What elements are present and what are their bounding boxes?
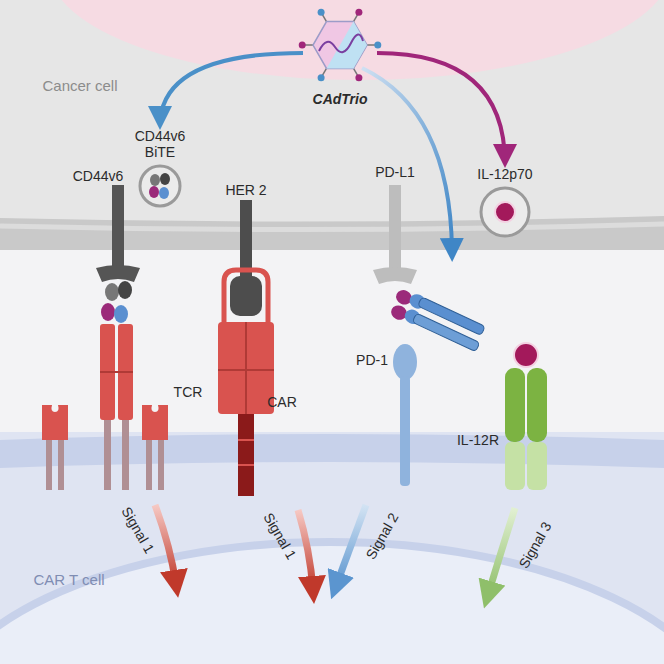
part-label: PD-L1 bbox=[375, 164, 415, 180]
part-label: PD-1 bbox=[356, 352, 388, 368]
node-text: CAdTrio bbox=[295, 91, 385, 107]
node-text: CAR T cell bbox=[14, 572, 124, 588]
virus-arrow bbox=[377, 53, 505, 164]
node-text: Cancer cell bbox=[20, 78, 140, 94]
car-t-cell-band-outline bbox=[0, 432, 664, 664]
part-label: CAR bbox=[267, 394, 297, 410]
part-label: HER 2 bbox=[225, 182, 266, 198]
cancer-cell-band: Cancer cellCAdTrioCD44v6 BiTE IL-12p70 bbox=[0, 0, 664, 250]
il12-vesicle: IL-12p70 bbox=[458, 166, 552, 254]
car-t-cell-band: CAR T cell bbox=[0, 432, 664, 664]
bite-vesicle: CD44v6 BiTE bbox=[120, 128, 200, 230]
virus-arrow bbox=[160, 53, 303, 126]
part-label: CD44v6 bbox=[73, 168, 124, 184]
part-label: TCR bbox=[174, 384, 203, 400]
part-label: IL-12R bbox=[457, 432, 499, 448]
virus-node: CAdTrio bbox=[295, 5, 385, 117]
node-text: CD44v6 BiTE bbox=[120, 128, 200, 160]
node-text: IL-12p70 bbox=[458, 166, 552, 182]
